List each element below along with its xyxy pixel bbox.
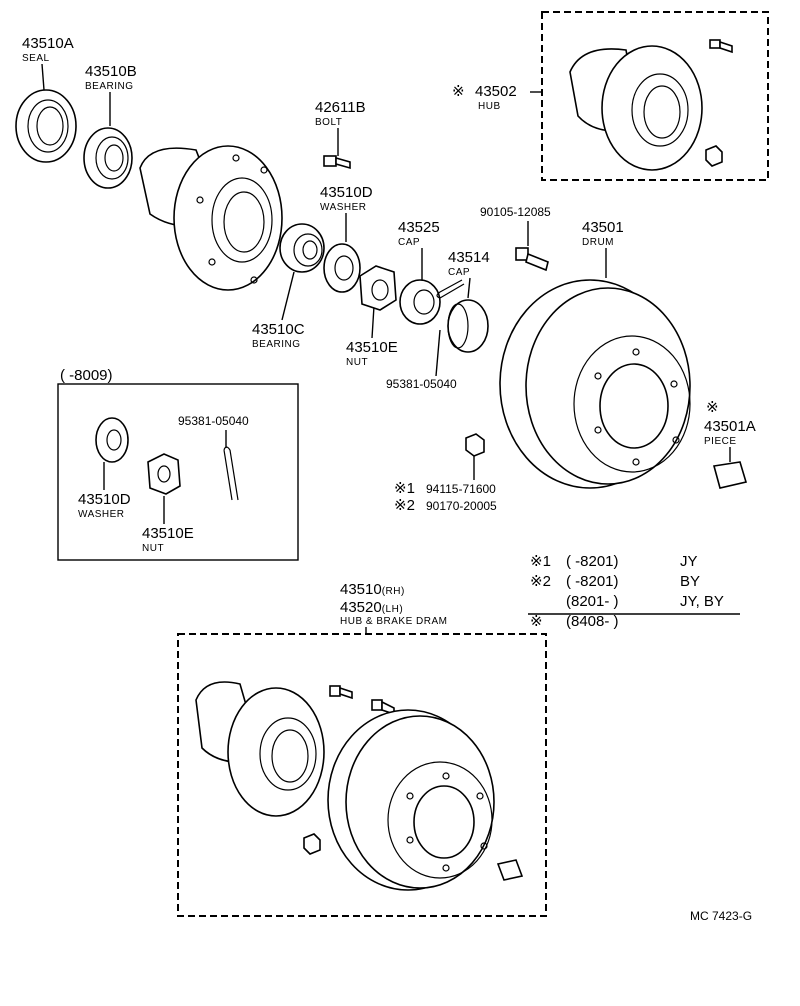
- inset-part-name-washer: WASHER: [78, 509, 125, 520]
- assembly-detail-box: [177, 633, 547, 917]
- part-name-bolt: BOLT: [315, 117, 342, 128]
- seal-drawing: [15, 89, 77, 163]
- note-2-range: ( -8201): [566, 573, 619, 590]
- mark-piece: ※: [706, 399, 719, 416]
- notes-table: ※1 ( -8201) JY ※2 ( -8201) BY (8201- ) J…: [528, 553, 740, 630]
- part-number-43514: 43514: [448, 249, 490, 266]
- bearing-b-drawing: [83, 127, 133, 189]
- leader-bearing-c: [281, 271, 295, 321]
- part-name-washer: WASHER: [320, 202, 367, 213]
- note-1-range: ( -8201): [566, 553, 619, 570]
- bolt-90105-drawing: [515, 247, 549, 272]
- washer-drawing: [323, 243, 361, 293]
- inset-part-number-95381-05040: 95381-05040: [178, 414, 249, 428]
- mark-nut-2: ※2: [394, 497, 415, 514]
- part-name-nut: NUT: [346, 357, 368, 368]
- inset-part-number-43510E: 43510E: [142, 525, 194, 542]
- part-name-piece: PIECE: [704, 436, 737, 447]
- part-number-43510A: 43510A: [22, 35, 74, 52]
- assembly-piece-drawing: [496, 859, 524, 881]
- part-number-43510C: 43510C: [252, 321, 305, 338]
- drum-drawing: [499, 279, 691, 489]
- part-name-drum: DRUM: [582, 237, 614, 248]
- part-number-43501: 43501: [582, 219, 624, 236]
- inset-pin-drawing: [223, 446, 239, 501]
- part-number-43510E: 43510E: [346, 339, 398, 356]
- part-name-bearing-b: BEARING: [85, 81, 134, 92]
- hub-drawing: [139, 145, 283, 291]
- part-number-90170-20005: 90170-20005: [426, 499, 497, 513]
- assembly-nut-drawing: [303, 833, 321, 855]
- part-number-43525: 43525: [398, 219, 440, 236]
- hub-detail-box: [541, 11, 769, 181]
- cap-43525-drawing: [399, 279, 441, 325]
- note-3-range: (8201- ): [566, 593, 619, 610]
- leader-seal: [41, 63, 45, 91]
- piece-drawing: [712, 461, 748, 489]
- note-4-range: (8408- ): [566, 613, 619, 630]
- mark-nut-1: ※1: [394, 480, 415, 497]
- bolt-42611b-drawing: [323, 155, 351, 170]
- inset-nut-drawing: [147, 453, 181, 495]
- mark-hub: ※: [452, 83, 465, 100]
- part-name-cap-43514: CAP: [448, 267, 470, 278]
- inset-part-name-nut: NUT: [142, 543, 164, 554]
- part-name-bearing-c: BEARING: [252, 339, 301, 350]
- part-name-seal: SEAL: [22, 53, 50, 64]
- assembly-drum-drawing: [327, 709, 495, 891]
- part-number-43510D: 43510D: [320, 184, 373, 201]
- figure-code: MC 7423-G: [690, 909, 752, 923]
- hub-detail-drawing: [569, 39, 733, 171]
- cotter-pin-drawing: [436, 279, 465, 299]
- nut-drawing: [359, 265, 397, 311]
- note-4-mark: ※: [530, 613, 543, 630]
- cap-43514-drawing: [447, 299, 489, 353]
- part-number-43502: 43502: [475, 83, 517, 100]
- assembly-hub-drawing: [195, 681, 395, 817]
- note-1-mark: ※1: [530, 553, 551, 570]
- part-number-94115-71600: 94115-71600: [426, 482, 496, 496]
- part-name-cap-43525: CAP: [398, 237, 420, 248]
- leader-nut: [371, 305, 375, 339]
- inset-washer-drawing: [95, 417, 129, 463]
- inset-title: ( -8009): [60, 367, 113, 384]
- assembly-number-rh: 43510(RH): [340, 581, 405, 598]
- part-number-95381-05040: 95381-05040: [386, 377, 457, 391]
- inset-box: [57, 383, 299, 561]
- bearing-c-drawing: [279, 223, 325, 273]
- leader-pin: [435, 329, 441, 377]
- note-2-mark: ※2: [530, 573, 551, 590]
- part-number-42611B: 42611B: [315, 99, 366, 116]
- part-number-90105-12085: 90105-12085: [480, 205, 551, 219]
- nut-94115-drawing: [465, 433, 485, 457]
- part-number-43501A: 43501A: [704, 418, 756, 435]
- assembly-number-lh: 43520(LH): [340, 599, 403, 616]
- part-name-hub: HUB: [478, 101, 501, 112]
- part-number-43510B: 43510B: [85, 63, 137, 80]
- note-3-model: JY, BY: [680, 593, 724, 610]
- assembly-name: HUB & BRAKE DRAM: [340, 616, 447, 627]
- leader-cap-43514: [467, 277, 471, 299]
- note-2-model: BY: [680, 573, 700, 590]
- note-1-model: JY: [680, 553, 698, 570]
- inset-part-number-43510D: 43510D: [78, 491, 131, 508]
